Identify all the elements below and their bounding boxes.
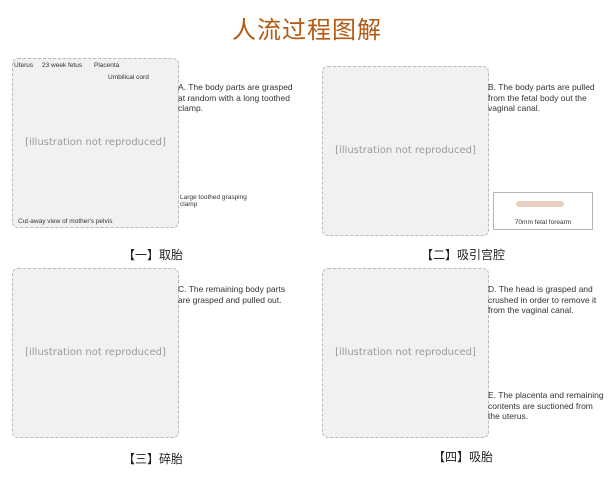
inset-label: 70mm fetal forearm: [514, 219, 572, 226]
caption-c: C. The remaining body parts are grasped …: [178, 284, 286, 305]
caption-e: E. The placenta and remaining contents a…: [488, 390, 604, 422]
label-placenta: Placenta: [94, 62, 120, 69]
forearm-shape: [516, 201, 564, 207]
label-umbilical-cord: Umbilical cord: [108, 74, 149, 81]
caption-a: A. The body parts are grasped at random …: [178, 82, 293, 114]
caption-b: B. The body parts are pulled from the fe…: [488, 82, 595, 114]
step-label-3: 【三】碎胎: [122, 452, 183, 466]
label-uterus: Uterus: [14, 62, 34, 69]
panel-a: [illustration not reproduced] Uterus 23 …: [8, 58, 298, 262]
forearm-inset: 70mm fetal forearm: [493, 192, 593, 230]
step-label-1: 【一】取胎: [122, 248, 183, 262]
label-clamp: Large toothed grasping clamp: [180, 194, 247, 208]
illustration-placeholder: [illustration not reproduced]: [322, 268, 489, 438]
page-title: 人流过程图解: [232, 16, 382, 44]
caption-d: D. The head is grasped and crushed in or…: [488, 284, 597, 316]
illustration-placeholder: [illustration not reproduced]: [12, 268, 179, 438]
panel-b: [illustration not reproduced] B. The bod…: [318, 66, 608, 262]
illustration-placeholder: [illustration not reproduced]: [322, 66, 489, 236]
step-label-2: 【二】吸引宫腔: [420, 248, 505, 262]
step-label-4: 【四】吸胎: [432, 450, 493, 464]
label-pelvis: Cut-away view of mother's pelvis: [18, 218, 113, 225]
panel-d: [illustration not reproduced] D. The hea…: [318, 268, 608, 464]
label-fetus: 23 week fetus: [42, 62, 83, 69]
illustration-placeholder: [illustration not reproduced]: [12, 58, 179, 228]
panel-c: [illustration not reproduced] C. The rem…: [8, 268, 298, 466]
